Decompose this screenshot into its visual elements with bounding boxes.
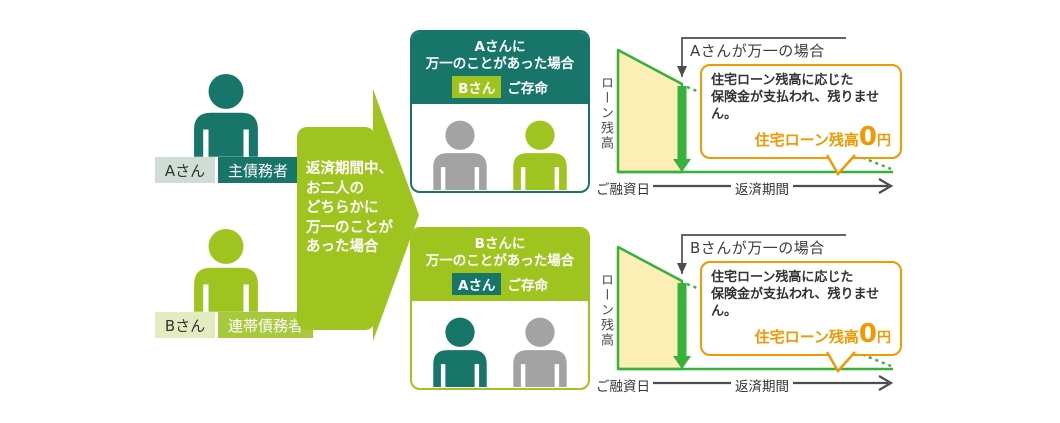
highlight-zero-digit: 0 xyxy=(858,122,877,152)
balance-chart-b: ローン残高 Bさんが万一の場合 ご融資日 返済期間 住宅ローン残高に応じた 保険… xyxy=(596,225,910,397)
callout-line1: 住宅ローン残高に応じた xyxy=(711,270,854,285)
callout-tail-icon xyxy=(826,351,856,373)
x-axis-label: 返済期間 xyxy=(735,379,789,395)
person-icon xyxy=(433,317,487,387)
x-axis-label: 返済期間 xyxy=(735,182,789,198)
insurance-callout: 住宅ローン残高に応じた 保険金が支払われ、残りません。 住宅ローン残高0円 xyxy=(700,261,902,373)
debtor-b-labels: Bさん 連帯債務者 xyxy=(155,312,314,338)
debtor-a-labels: Aさん 主債務者 xyxy=(155,157,299,183)
survivor-status-label: ご存命 xyxy=(507,81,548,97)
loan-balance-area xyxy=(616,245,684,371)
person-icon xyxy=(513,317,567,387)
chart-b-case-label: Bさんが万一の場合 xyxy=(690,239,825,257)
case-box-a-body xyxy=(412,104,588,191)
case-box-b-body xyxy=(412,301,588,388)
case-box-b-survivor-row: Aさん ご存命 xyxy=(416,273,584,295)
callout-line1: 住宅ローン残高に応じた xyxy=(711,73,854,88)
insurance-callout: 住宅ローン残高に応じた 保険金が支払われ、残りません。 住宅ローン残高0円 xyxy=(700,64,902,176)
case-box-b-title: Bさんに 万一のことがあった場合 xyxy=(425,236,575,269)
debtor-a-name-chip: Aさん xyxy=(155,157,215,183)
chart-a-case-label: Aさんが万一の場合 xyxy=(690,42,825,60)
person-icon xyxy=(433,120,487,190)
payoff-down-arrow-head xyxy=(673,356,691,369)
x-axis-arrow-icon xyxy=(878,178,894,194)
highlight-zero-digit: 0 xyxy=(858,319,877,349)
loan-balance-area xyxy=(616,48,684,174)
person-icon xyxy=(513,120,567,190)
case-pointer-icon xyxy=(677,263,687,274)
zero-balance-highlight: 住宅ローン残高0円 xyxy=(711,321,891,347)
survivor-name-chip: Bさん xyxy=(452,76,502,98)
survivor-status-label: ご存命 xyxy=(507,278,548,294)
zero-balance-highlight: 住宅ローン残高0円 xyxy=(711,124,891,150)
y-axis-label: ローン残高 xyxy=(598,273,613,348)
case-bracket xyxy=(681,37,846,77)
case-box-a-title: Aさんに 万一のことがあった場合 xyxy=(425,39,575,72)
x-axis-arrow-icon xyxy=(878,375,894,391)
person-icon xyxy=(194,228,258,312)
callout-tail-icon xyxy=(826,154,856,176)
payoff-down-arrow-head xyxy=(673,159,691,172)
x-origin-label: ご融資日 xyxy=(596,379,650,395)
survivor-name-chip: Aさん xyxy=(452,273,502,295)
person-icon xyxy=(194,73,258,157)
flow-arrow-icon xyxy=(297,89,419,341)
y-axis-label: ローン残高 xyxy=(598,76,613,151)
callout-line2: 保険金が支払われ、残りません。 xyxy=(711,90,880,122)
case-box-a-header: Aさんに 万一のことがあった場合 Bさん ご存命 xyxy=(412,32,588,104)
case-box-a-survivor-row: Bさん ご存命 xyxy=(416,76,584,98)
case-box-b: Bさんに 万一のことがあった場合 Aさん ご存命 xyxy=(410,227,590,390)
case-pointer-icon xyxy=(677,66,687,77)
debtor-a-role-chip: 主債務者 xyxy=(218,157,299,183)
highlight-prefix: 住宅ローン残高 xyxy=(754,131,859,149)
case-box-a: Aさんに 万一のことがあった場合 Bさん ご存命 xyxy=(410,30,590,193)
debtor-b-name-chip: Bさん xyxy=(155,312,215,338)
highlight-prefix: 住宅ローン残高 xyxy=(754,328,859,346)
case-box-b-header: Bさんに 万一のことがあった場合 Aさん ご存命 xyxy=(412,229,588,301)
flow-arrow-text: 返済期間中、 お二人の どちらかに 万一のことが あった場合 xyxy=(306,161,393,255)
highlight-suffix: 円 xyxy=(877,330,891,346)
case-bracket xyxy=(681,234,846,274)
callout-line2: 保険金が支払われ、残りません。 xyxy=(711,287,880,319)
x-origin-label: ご融資日 xyxy=(596,182,650,198)
balance-chart-a: ローン残高 Aさんが万一の場合 ご融資日 返済期間 住宅ローン残高に応じた 保険… xyxy=(596,28,910,200)
highlight-suffix: 円 xyxy=(877,133,891,149)
